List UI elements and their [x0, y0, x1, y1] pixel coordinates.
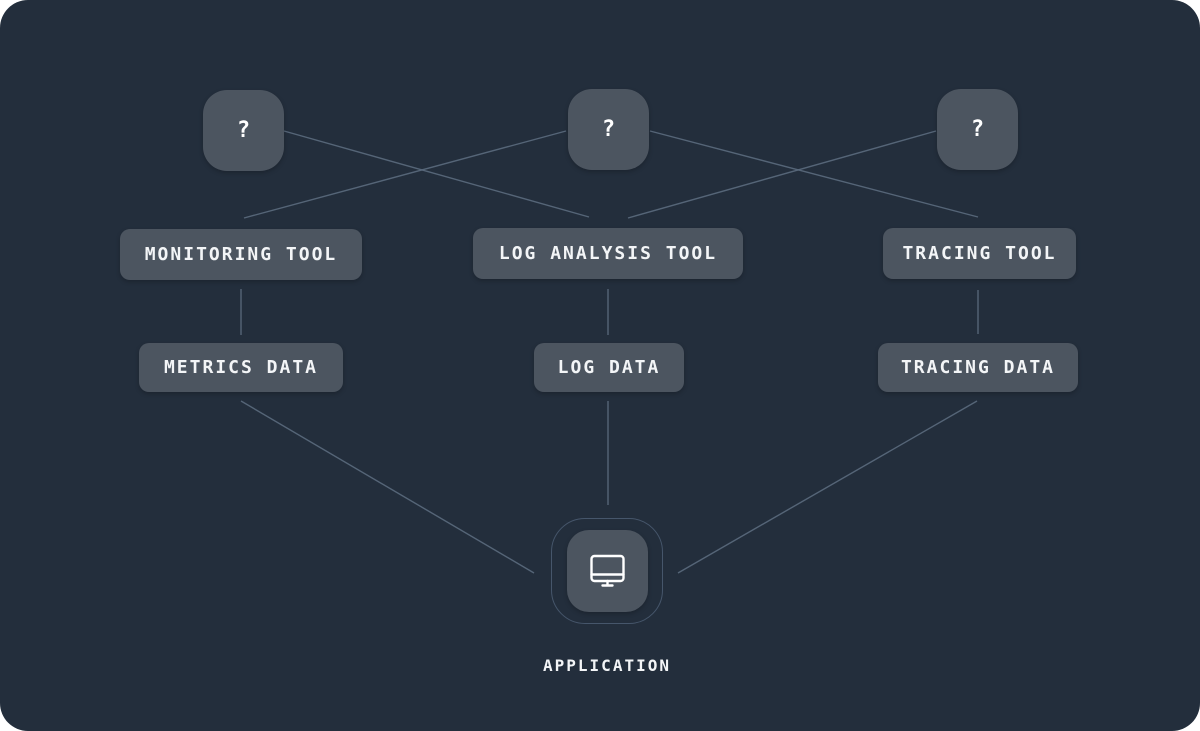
node-log-data: LOG DATA [534, 343, 684, 392]
edge-unknown-middle-to-tracing-tool [649, 130, 979, 218]
node-tracing-tool: TRACING TOOL [883, 228, 1076, 279]
node-label: LOG DATA [557, 357, 661, 378]
application-node-ring [551, 518, 663, 624]
node-label: LOG ANALYSIS TOOL [498, 243, 718, 264]
node-label: TRACING TOOL [902, 243, 1057, 264]
unknown-slot-right[interactable]: ? [937, 89, 1018, 170]
question-mark-label: ? [601, 117, 616, 142]
node-label: TRACING DATA [900, 357, 1056, 378]
node-label: MONITORING TOOL [144, 244, 338, 265]
node-monitoring-tool: MONITORING TOOL [120, 229, 362, 280]
node-tracing-data: TRACING DATA [878, 343, 1078, 392]
question-mark-label: ? [970, 117, 985, 142]
edge-unknown-right-to-log-analysis-tool [627, 130, 937, 219]
application-node [566, 530, 648, 612]
node-log-analysis-tool: LOG ANALYSIS TOOL [473, 228, 743, 279]
edge-unknown-middle-to-monitoring-tool [243, 130, 567, 219]
edge-unknown-left-to-log-analysis-tool [283, 130, 590, 218]
monitor-icon [589, 554, 625, 587]
unknown-slot-middle[interactable]: ? [568, 89, 649, 170]
application-label: APPLICATION [543, 656, 671, 675]
edge-tracing-data-to-application [677, 400, 978, 574]
node-label: METRICS DATA [163, 357, 319, 378]
edge-metrics-data-to-application [240, 400, 535, 574]
question-mark-label: ? [236, 118, 251, 143]
unknown-slot-left[interactable]: ? [203, 90, 284, 171]
node-metrics-data: METRICS DATA [139, 343, 343, 392]
